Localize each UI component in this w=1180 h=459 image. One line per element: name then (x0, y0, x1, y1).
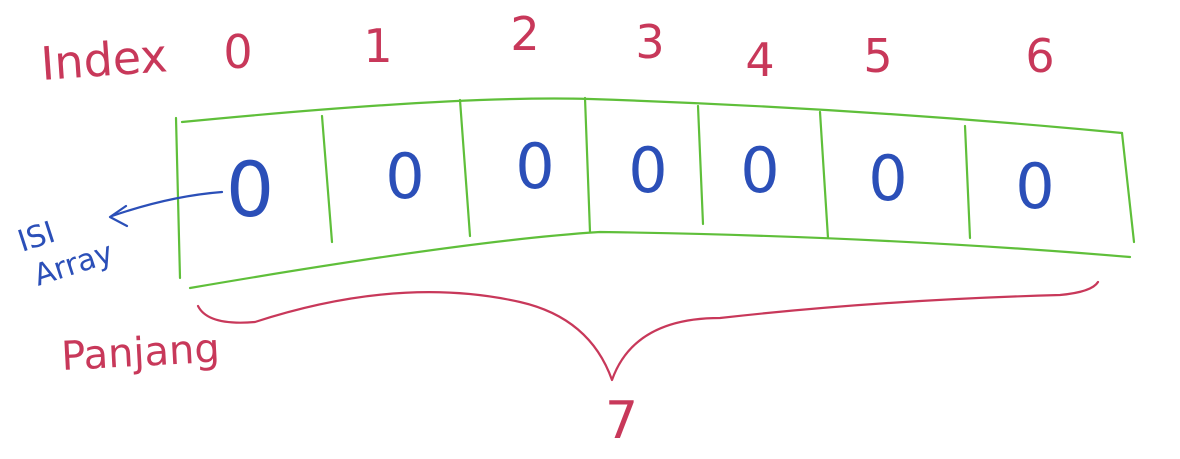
cell-value-6: 0 (1015, 150, 1054, 223)
index-number-4: 4 (745, 33, 774, 87)
cell-value-3: 0 (628, 134, 667, 207)
cell-divider-1 (320, 114, 334, 244)
cell-value-0: 0 (226, 145, 274, 234)
length-label: Panjang (60, 326, 221, 380)
arrow-line (110, 190, 224, 218)
cell-divider-2 (458, 98, 472, 238)
index-number-2: 2 (510, 7, 539, 61)
cell-divider-6 (963, 124, 972, 240)
cell-value-2: 0 (515, 130, 554, 203)
index-number-3: 3 (635, 15, 664, 69)
length-value: 7 (605, 391, 638, 451)
element-annotation: ISI Array (14, 190, 224, 294)
cell-value-5: 0 (868, 142, 907, 215)
index-number-5: 5 (863, 29, 892, 83)
index-number-6: 6 (1025, 29, 1054, 83)
cell-divider-4 (696, 104, 705, 226)
index-numbers: 0 1 2 3 4 5 6 (223, 7, 1054, 87)
cell-divider-3 (583, 96, 592, 234)
length-brace (196, 280, 1100, 382)
cell-value-1: 0 (385, 140, 424, 213)
arrow-head (108, 204, 129, 228)
index-label: Index (39, 28, 169, 91)
index-number-1: 1 (363, 19, 392, 73)
cell-divider-5 (818, 110, 830, 240)
index-number-0: 0 (223, 25, 252, 79)
cell-value-4: 0 (740, 134, 779, 207)
